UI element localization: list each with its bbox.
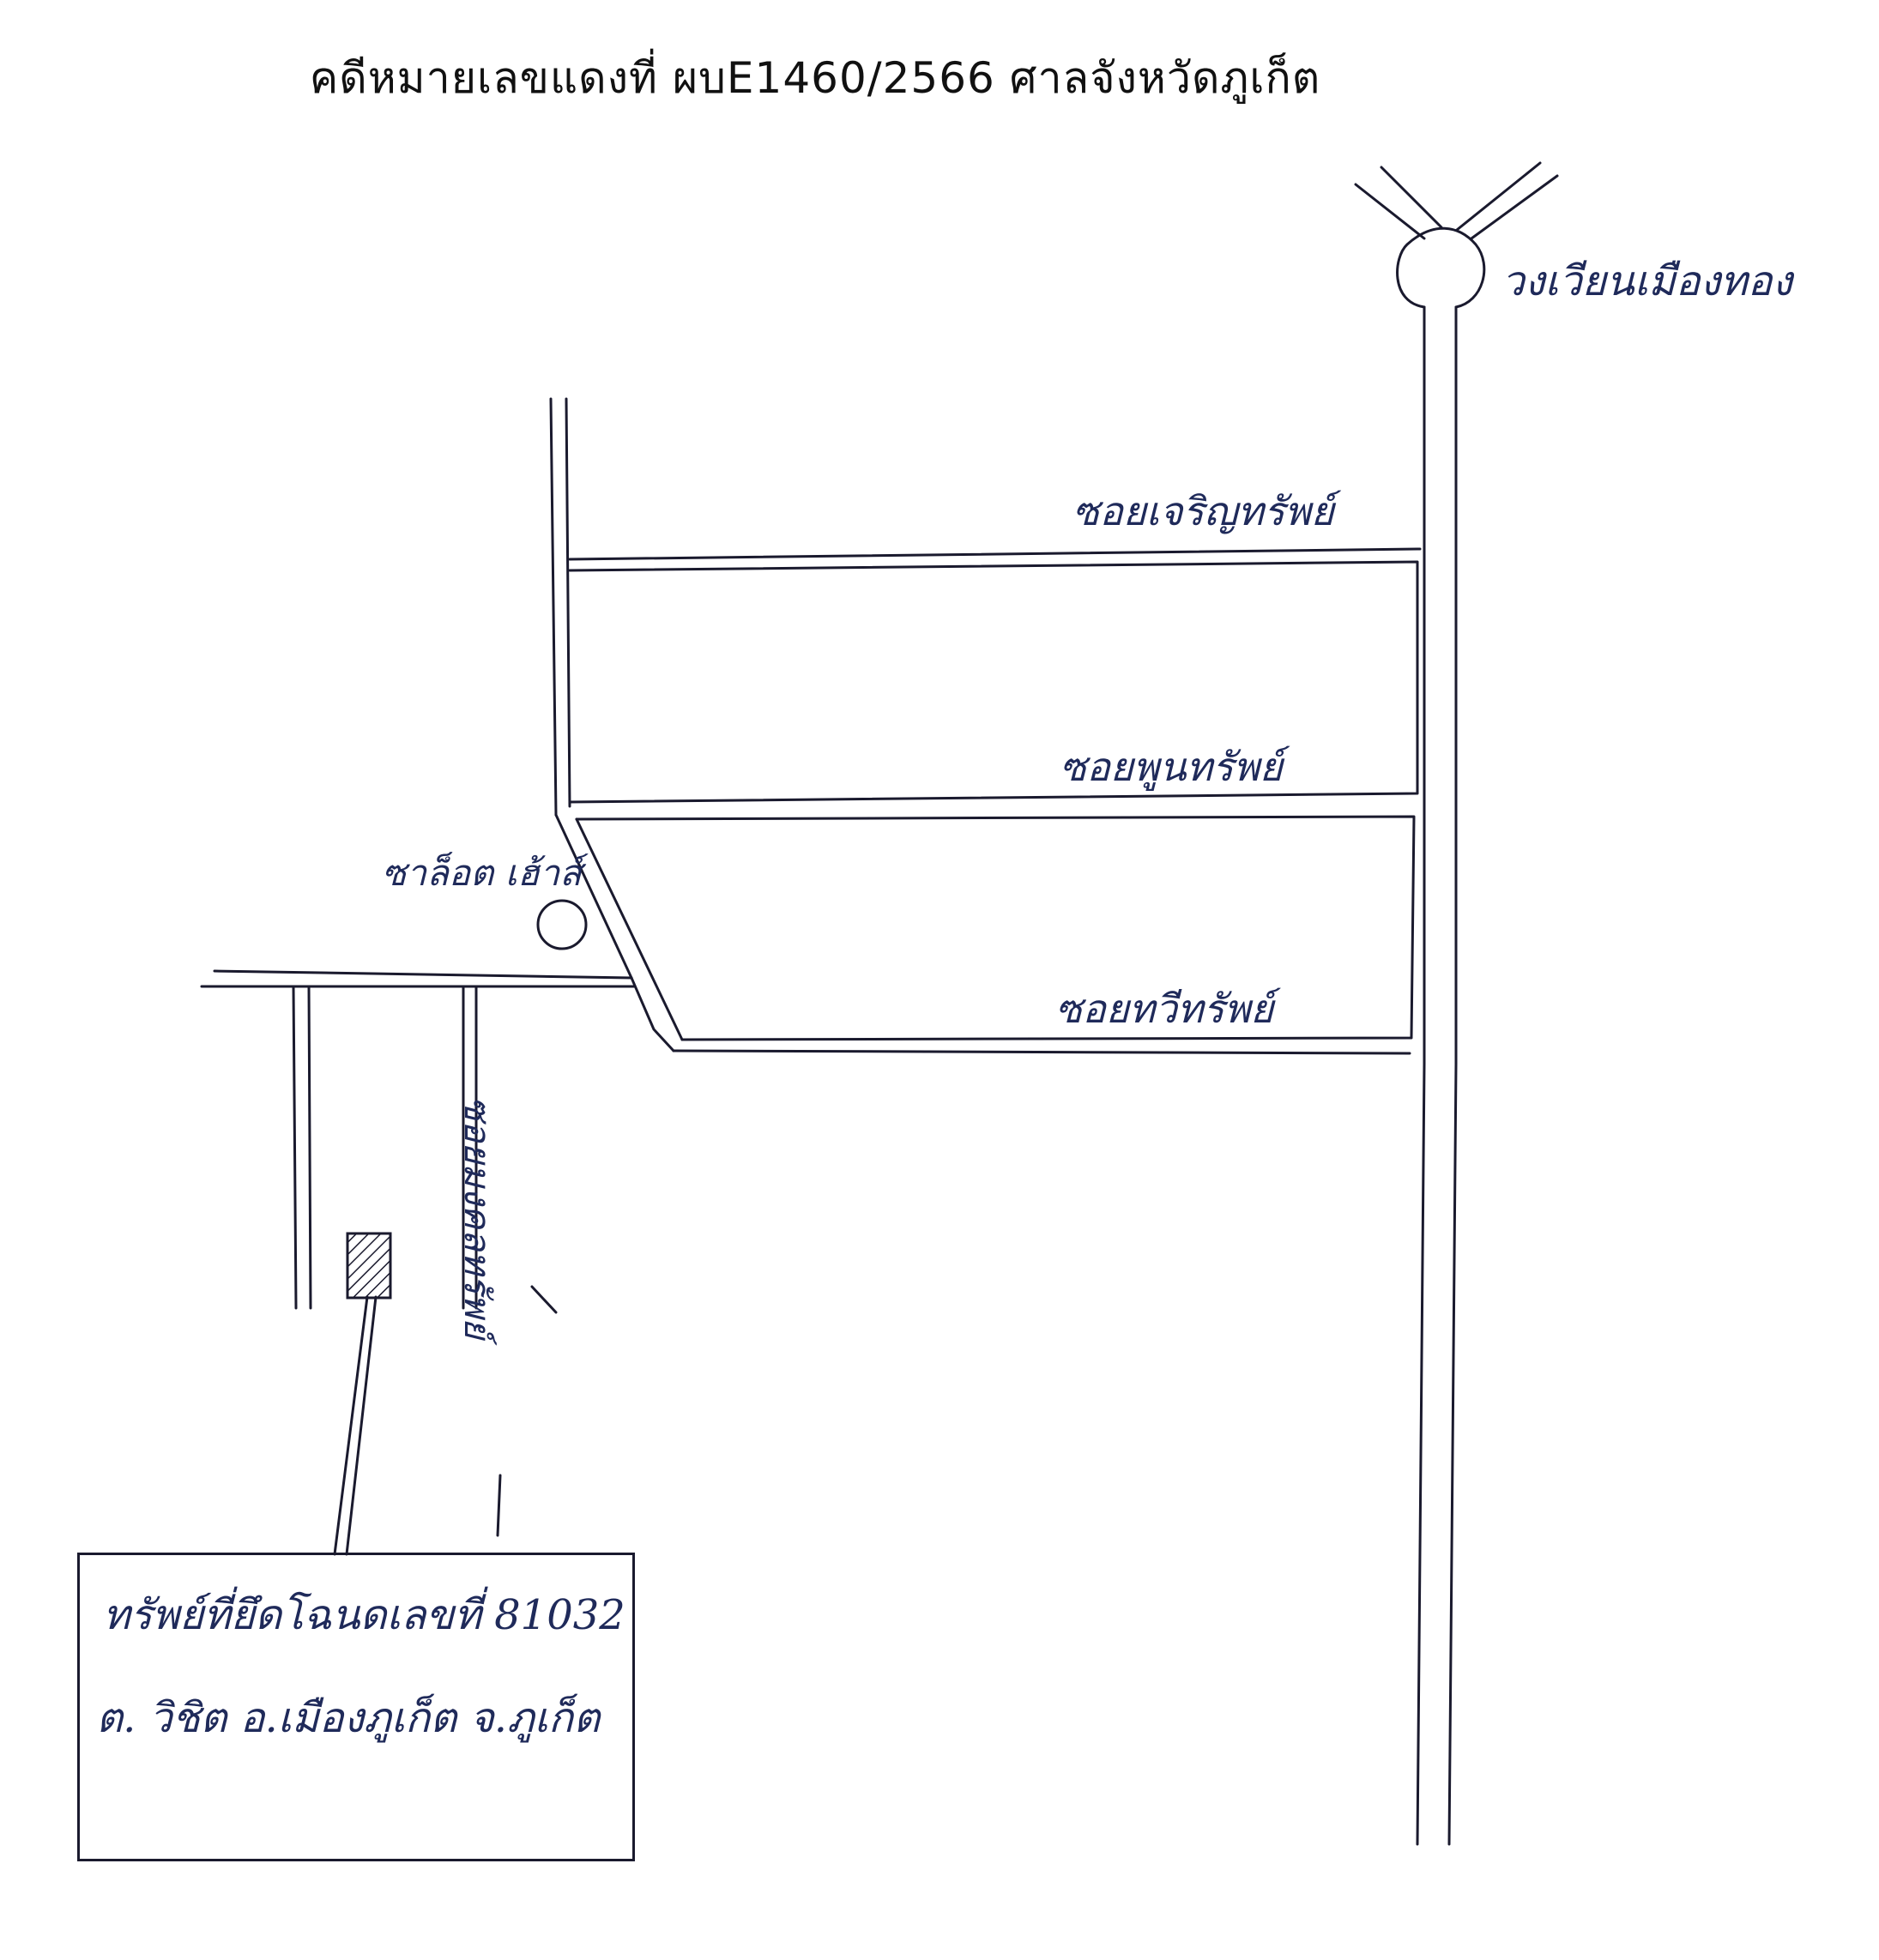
roundabout-circle: [1396, 226, 1486, 309]
roundabout-branch-right-inner: [1455, 161, 1542, 232]
market-label: ซาล็อต เฮ้าส์: [382, 852, 582, 894]
side-road-a-right: [307, 985, 312, 1310]
west-road-top-edge: [213, 969, 633, 980]
diagonal-road-upper: [554, 813, 633, 980]
market-circle: [536, 899, 588, 950]
soi-1-top-edge: [568, 547, 1422, 561]
stray-mark: [530, 1285, 558, 1314]
soi-1-bottom-edge: [568, 560, 1419, 804]
left-road-left-edge: [549, 397, 558, 817]
diagonal-road-lower: [575, 817, 684, 1041]
roundabout-branch-right: [1470, 174, 1559, 240]
leader-line-right: [345, 1295, 378, 1556]
soi-2-label: ซอยพูนทรัพย์: [1060, 744, 1283, 790]
side-soi-label-text: ซอยมงคลทรัพย์: [456, 1096, 498, 1339]
roundabout-branch-left-inner: [1380, 166, 1443, 229]
main-road-right-edge: [1447, 305, 1458, 1846]
property-deed-text: ทรัพย์ที่ยึดโฉนดเลขที่ 81032: [103, 1591, 625, 1639]
side-soi-label: ซอยมงคลทรัพย์: [401, 1096, 498, 1341]
roundabout-label: วงเวียนเมืองทอง: [1501, 257, 1792, 305]
soi-3-bottom-edge: [672, 1049, 1411, 1055]
property-info-box: [77, 1553, 635, 1861]
case-title: คดีหมายเลขแดงที่ ผบE1460/2566 ศาลจังหวัด…: [309, 53, 1321, 103]
property-parcel: [346, 1232, 392, 1300]
soi-1-label: ซอยเจริญทรัพย์: [1072, 488, 1334, 534]
soi-3-left-join: [630, 976, 675, 1052]
soi-2-bottom-edge: [575, 815, 1416, 1041]
main-road-left-edge: [1416, 305, 1426, 1846]
left-road-right-edge: [565, 397, 571, 808]
roundabout-branch-left: [1354, 183, 1426, 240]
leader-line-left: [333, 1295, 369, 1556]
side-road-a-left: [292, 985, 298, 1310]
property-location-text: ต. วิชิต อ.เมืองภูเก็ต จ.ภูเก็ต: [96, 1694, 601, 1742]
stray-mark: [496, 1474, 502, 1537]
soi-3-label: ซอยทวีทรัพย์: [1055, 986, 1274, 1032]
